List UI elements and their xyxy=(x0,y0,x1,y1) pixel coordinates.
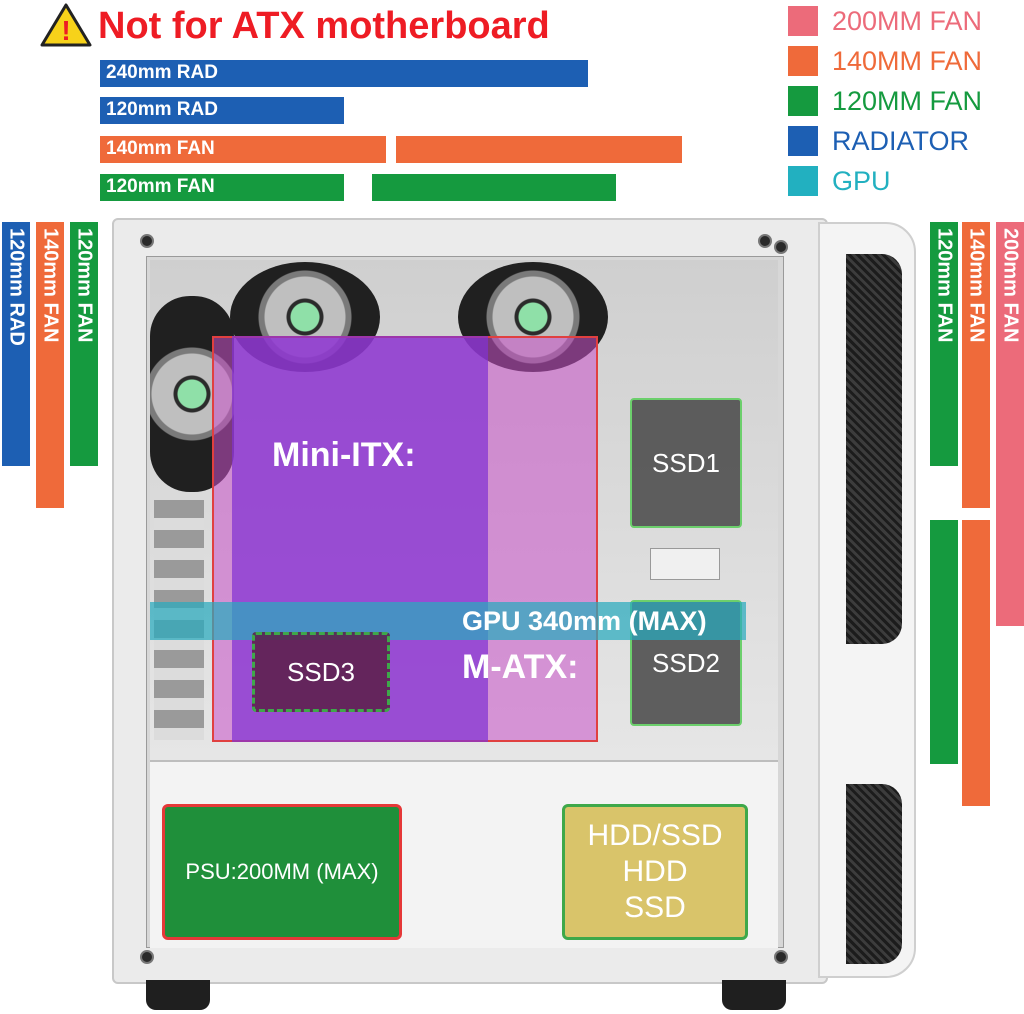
screw-icon xyxy=(140,234,154,248)
bar-120mm-fan-2 xyxy=(372,174,616,201)
left-bar-label: 120mm FAN xyxy=(73,228,96,343)
legend-label: 140MM FAN xyxy=(832,46,983,76)
left-bar-120mm-rad: 120mm RAD xyxy=(2,222,30,466)
gpu-label: GPU 340mm (MAX) xyxy=(462,606,707,636)
screw-icon xyxy=(774,950,788,964)
warning-symbol: ! xyxy=(61,15,70,46)
legend: 200MM FAN 140MM FAN 120MM FAN RADIATOR G… xyxy=(788,4,982,198)
legend-swatch xyxy=(788,86,818,116)
bar-140mm-fan-1: 140mm FAN xyxy=(100,136,386,163)
right-bar-label: 140mm FAN xyxy=(965,228,988,343)
drive-bay: HDD/SSD HDD SSD xyxy=(562,804,748,940)
legend-item-radiator: RADIATOR xyxy=(788,124,982,158)
legend-label: 200MM FAN xyxy=(832,6,983,36)
bar-140mm-fan-2 xyxy=(396,136,682,163)
bar-120mm-rad: 120mm RAD xyxy=(100,97,344,124)
psu-area: PSU:200MM (MAX) xyxy=(162,804,402,940)
drive-bay-line: HDD xyxy=(622,855,688,888)
warning-triangle-icon: ! xyxy=(40,3,92,47)
ssd1-bay: SSD1 xyxy=(630,398,742,528)
legend-label: 120MM FAN xyxy=(832,86,983,116)
screw-icon xyxy=(140,950,154,964)
drive-bay-line: HDD/SSD xyxy=(587,819,723,852)
bar-240mm-rad: 240mm RAD xyxy=(100,60,588,87)
legend-swatch xyxy=(788,166,818,196)
legend-item-120mm-fan: 120MM FAN xyxy=(788,84,982,118)
legend-swatch xyxy=(788,6,818,36)
warning-text: Not for ATX motherboard xyxy=(98,5,550,47)
right-bar-200mm-fan: 200mm FAN xyxy=(996,222,1024,626)
ssd3-bay: SSD3 xyxy=(252,632,390,712)
legend-item-gpu: GPU xyxy=(788,164,982,198)
left-bar-label: 120mm RAD xyxy=(5,228,28,346)
gpu-clearance xyxy=(150,602,746,640)
m-atx-label: M-ATX: xyxy=(462,648,579,686)
right-bar-label: 200mm FAN xyxy=(999,228,1022,343)
screw-icon xyxy=(774,240,788,254)
bar-120mm-fan-1: 120mm FAN xyxy=(100,174,344,201)
legend-label: RADIATOR xyxy=(832,126,970,156)
right-bar-120mm-fan-2 xyxy=(930,520,958,764)
left-bar-140mm-fan: 140mm FAN xyxy=(36,222,64,508)
case-foot xyxy=(146,980,210,1010)
drive-bay-line: SSD xyxy=(624,891,686,924)
front-panel xyxy=(818,222,916,978)
mini-itx-label: Mini-ITX: xyxy=(272,436,416,474)
right-bar-label: 120mm FAN xyxy=(933,228,956,343)
legend-item-140mm-fan: 140MM FAN xyxy=(788,44,982,78)
right-bar-140mm-fan-2 xyxy=(962,520,990,806)
legend-swatch xyxy=(788,46,818,76)
case-foot xyxy=(722,980,786,1010)
cable-cutout xyxy=(650,548,720,580)
left-bar-120mm-fan: 120mm FAN xyxy=(70,222,98,466)
right-bar-140mm-fan-1: 140mm FAN xyxy=(962,222,990,508)
left-bar-label: 140mm FAN xyxy=(39,228,62,343)
right-bar-120mm-fan-1: 120mm FAN xyxy=(930,222,958,466)
legend-label: GPU xyxy=(832,166,891,196)
screw-icon xyxy=(758,234,772,248)
front-mesh xyxy=(846,254,902,644)
legend-item-200mm-fan: 200MM FAN xyxy=(788,4,982,38)
front-mesh xyxy=(846,784,902,964)
legend-swatch xyxy=(788,126,818,156)
